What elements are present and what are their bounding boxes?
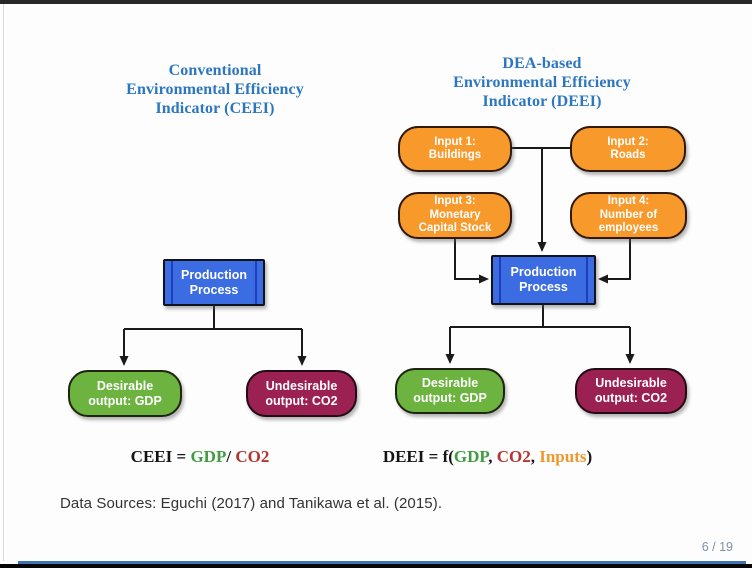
input4-number-of-employees-node: Input 4: Number of employees — [570, 192, 687, 239]
right-desirable-output-node: Desirable output: GDP — [395, 368, 505, 414]
left-process-line1: Production — [181, 267, 247, 282]
deei-formula-inputs: Inputs — [539, 447, 587, 466]
input4-line2: Number of — [599, 208, 658, 221]
ceei-title-line3: Indicator (CEEI) — [155, 100, 275, 117]
input3-monetary-capital-stock-node: Input 3: Monetary Capital Stock — [398, 192, 512, 239]
right-undesirable-line1: Undesirable — [595, 376, 667, 390]
left-undesirable-line2: output: CO2 — [265, 393, 338, 408]
input2-roads-node: Input 2: Roads — [570, 126, 686, 172]
input4-line1: Input 4: — [607, 195, 650, 208]
input3-line1: Input 3: — [434, 195, 476, 208]
right-undesirable-output-node: Undesirable output: CO2 — [575, 368, 687, 414]
right-production-process-node: Production Process — [491, 255, 596, 305]
left-undesirable-line1: Undesirable — [265, 378, 338, 393]
deei-formula-sep1: , — [488, 447, 497, 466]
deei-formula: DEEI = f(GDP, CO2, Inputs) — [380, 447, 595, 467]
left-process-line2: Process — [189, 282, 239, 297]
page-indicator: 6 / 19 — [701, 540, 733, 554]
input3-line2: Monetary — [429, 208, 481, 221]
footer-accent-line — [18, 561, 746, 564]
deei-title-line2: Environmental Efficiency — [453, 74, 631, 91]
left-desirable-line2: output: GDP — [88, 393, 162, 408]
input1-line1: Input 1: — [434, 135, 476, 148]
input2-line2: Roads — [610, 149, 646, 161]
ceei-formula-prefix: CEEI = — [130, 447, 191, 466]
right-arrow-input4-to-process — [598, 239, 631, 284]
deei-title: DEA-based Environmental Efficiency Indic… — [417, 54, 667, 111]
data-sources-text: Data Sources: Eguchi (2017) and Tanikawa… — [60, 495, 443, 512]
slide-left-border — [3, 4, 4, 561]
window-bottom-edge — [0, 564, 752, 568]
deei-formula-co2: CO2 — [496, 447, 531, 466]
input1-line2: Buildings — [428, 149, 482, 161]
ceei-title-line2: Environmental Efficiency — [126, 81, 304, 98]
right-arrow-input3-to-process — [454, 239, 489, 284]
right-process-line1: Production — [510, 265, 577, 279]
left-desirable-output-node: Desirable output: GDP — [68, 370, 182, 417]
input3-line3: Capital Stock — [418, 222, 492, 235]
ceei-formula-slash: / — [226, 447, 236, 466]
deei-formula-gdp: GDP — [453, 447, 489, 466]
right-undesirable-line2: output: CO2 — [594, 391, 668, 405]
ceei-title: Conventional Environmental Efficiency In… — [90, 61, 340, 118]
right-desirable-line1: Desirable — [421, 376, 479, 390]
ceei-formula: CEEI = GDP/ CO2 — [100, 447, 300, 467]
input1-buildings-node: Input 1: Buildings — [398, 126, 512, 172]
deei-title-line3: Indicator (DEEI) — [482, 93, 602, 110]
ceei-formula-co2: CO2 — [235, 447, 270, 466]
deei-title-line1: DEA-based — [502, 55, 582, 72]
ceei-formula-gdp: GDP — [190, 447, 227, 466]
left-undesirable-output-node: Undesirable output: CO2 — [246, 370, 357, 417]
input4-line3: employees — [598, 222, 659, 235]
deei-formula-sep2: , — [530, 447, 540, 466]
left-desirable-line1: Desirable — [96, 378, 154, 393]
deei-formula-suffix: ) — [586, 447, 593, 466]
left-production-process-node: Production Process — [163, 259, 265, 306]
window-top-edge — [0, 0, 752, 4]
right-desirable-line2: output: GDP — [413, 391, 487, 405]
right-process-line2: Process — [519, 280, 568, 294]
deei-formula-prefix: DEEI = f( — [382, 447, 454, 466]
input2-line1: Input 2: — [607, 135, 649, 148]
ceei-title-line1: Conventional — [168, 62, 262, 79]
